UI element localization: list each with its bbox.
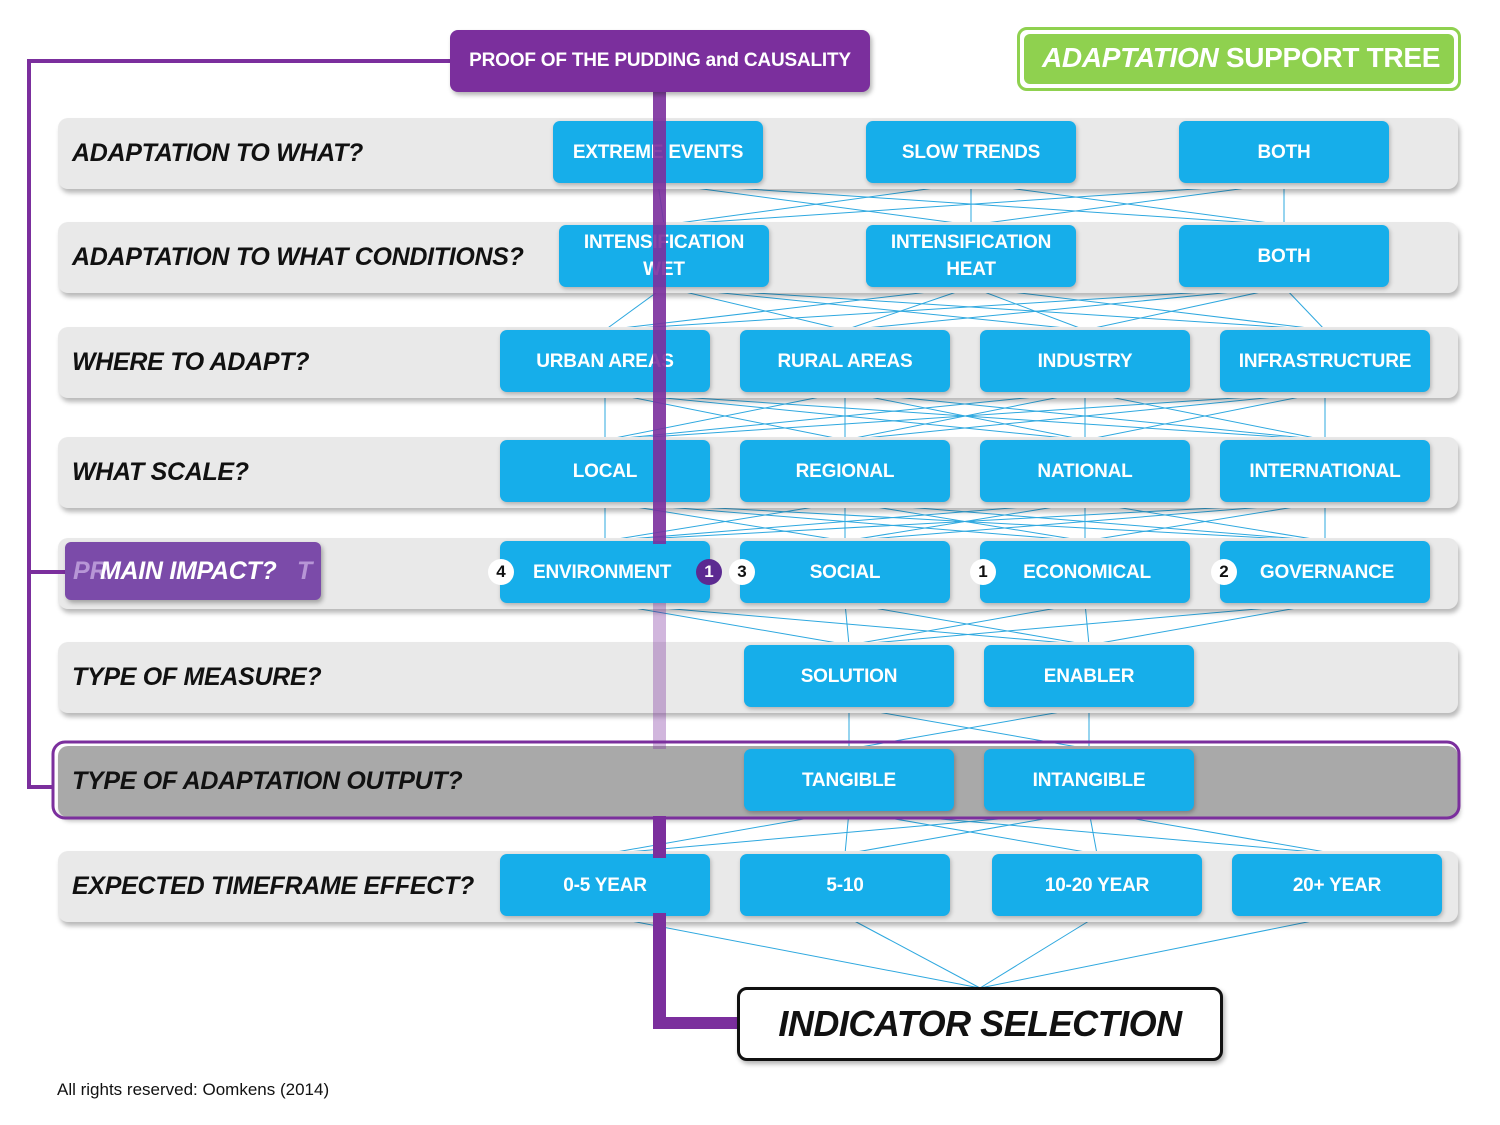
row-label: WHERE TO ADAPT? [72, 348, 310, 376]
connector-line [844, 915, 981, 989]
option-environment[interactable]: ENVIRONMENT [500, 541, 710, 603]
connector-line [1084, 286, 1285, 331]
option-governance[interactable]: GOVERNANCE [1220, 541, 1430, 603]
adaptation-support-tree-title: ADAPTATION SUPPORT TREE [1017, 27, 1461, 91]
row-label: TYPE OF ADAPTATION OUTPUT? [72, 767, 463, 795]
connector-line [663, 286, 1086, 331]
option-regional[interactable]: REGIONAL [740, 440, 950, 502]
option-tangible[interactable]: TANGIBLE [744, 749, 954, 811]
connector-line [844, 286, 972, 331]
proof-of-pudding-box: PROOF OF THE PUDDING and CAUSALITY [450, 30, 870, 92]
ghost-text-tail: T [297, 557, 313, 585]
main-impact-label: MAIN IMPACT? [100, 557, 277, 585]
rank-badge: 2 [1211, 559, 1237, 585]
ghost-text: PR [73, 557, 108, 585]
option-economical[interactable]: ECONOMICAL [980, 541, 1190, 603]
connector-line [604, 391, 846, 441]
connector-line [1084, 501, 1326, 542]
connector-line [604, 501, 846, 542]
connector-line [663, 286, 846, 331]
connector-line [604, 391, 1086, 441]
connector-line [604, 501, 1086, 542]
causality-spine-lower [653, 816, 666, 858]
row-label: ADAPTATION TO WHAT CONDITIONS? [72, 243, 524, 271]
connector-line [604, 391, 1326, 441]
indicator-selection-box[interactable]: INDICATOR SELECTION [737, 987, 1223, 1061]
causality-spine-middle [653, 603, 666, 749]
option-0-5-year[interactable]: 0-5 YEAR [500, 854, 710, 916]
option-enabler[interactable]: ENABLER [984, 645, 1194, 707]
row-label: ADAPTATION TO WHAT? [72, 139, 364, 167]
connector-line [604, 602, 850, 646]
copyright-notice: All rights reserved: Oomkens (2014) [57, 1080, 330, 1099]
connector-line [970, 286, 1086, 331]
causality-spine-foot [653, 1017, 741, 1029]
option-industry[interactable]: INDUSTRY [980, 330, 1190, 392]
title-rest: SUPPORT TREE [1218, 42, 1441, 73]
option-rural-areas[interactable]: RURAL AREAS [740, 330, 950, 392]
option-10-20-year[interactable]: 10-20 YEAR [992, 854, 1202, 916]
connector-line [1084, 391, 1326, 441]
connector-line [844, 286, 1285, 331]
connector-line [604, 501, 1326, 542]
option-international[interactable]: INTERNATIONAL [1220, 440, 1430, 502]
rank-badge: 1 [970, 559, 996, 585]
option-infrastructure[interactable]: INFRASTRUCTURE [1220, 330, 1430, 392]
row-label: WHAT SCALE? [72, 458, 249, 486]
option-5-10[interactable]: 5-10 [740, 854, 950, 916]
connector-line [844, 391, 1326, 441]
rank-badge: 3 [729, 559, 755, 585]
option-intangible[interactable]: INTANGIBLE [984, 749, 1194, 811]
row-label: TYPE OF MEASURE? [72, 663, 322, 691]
option-local[interactable]: LOCAL [500, 440, 710, 502]
option-20-plus-year[interactable]: 20+ YEAR [1232, 854, 1442, 916]
connector-line [1088, 602, 1326, 646]
connector-line [979, 915, 1098, 989]
causality-spine-bottom [653, 913, 666, 1029]
connector-line [970, 286, 1326, 331]
connector-line [970, 182, 1285, 226]
connector-line [848, 602, 1086, 646]
connector-line [604, 286, 1285, 331]
connector-line [663, 182, 1285, 226]
main-impact-label-box: PR T MAIN IMPACT? [65, 542, 321, 600]
connector-line [848, 602, 1326, 646]
option-solution[interactable]: SOLUTION [744, 645, 954, 707]
left-bracket-line [27, 59, 450, 789]
rank-badge: 4 [488, 559, 514, 585]
option-intensification-heat[interactable]: INTENSIFICATION HEAT [866, 225, 1076, 287]
connector-line [979, 915, 1338, 989]
output-highlight-frame [51, 740, 1461, 820]
connector-line [844, 501, 1326, 542]
connector-line [663, 286, 1326, 331]
rank-badge: 1 [696, 559, 722, 585]
option-national[interactable]: NATIONAL [980, 440, 1190, 502]
connector-line [844, 602, 850, 646]
option-slow-trends[interactable]: SLOW TRENDS [866, 121, 1076, 183]
row-label: EXPECTED TIMEFRAME EFFECT? [72, 872, 474, 900]
connector-line [663, 182, 972, 226]
connector-line [604, 915, 981, 989]
causality-spine-upper [653, 92, 666, 544]
option-social[interactable]: SOCIAL [740, 541, 950, 603]
title-italic: ADAPTATION [1042, 42, 1219, 73]
connector-line [1283, 286, 1326, 331]
option-urban-areas[interactable]: URBAN AREAS [500, 330, 710, 392]
option-both[interactable]: BOTH [1179, 121, 1389, 183]
option-both[interactable]: BOTH [1179, 225, 1389, 287]
